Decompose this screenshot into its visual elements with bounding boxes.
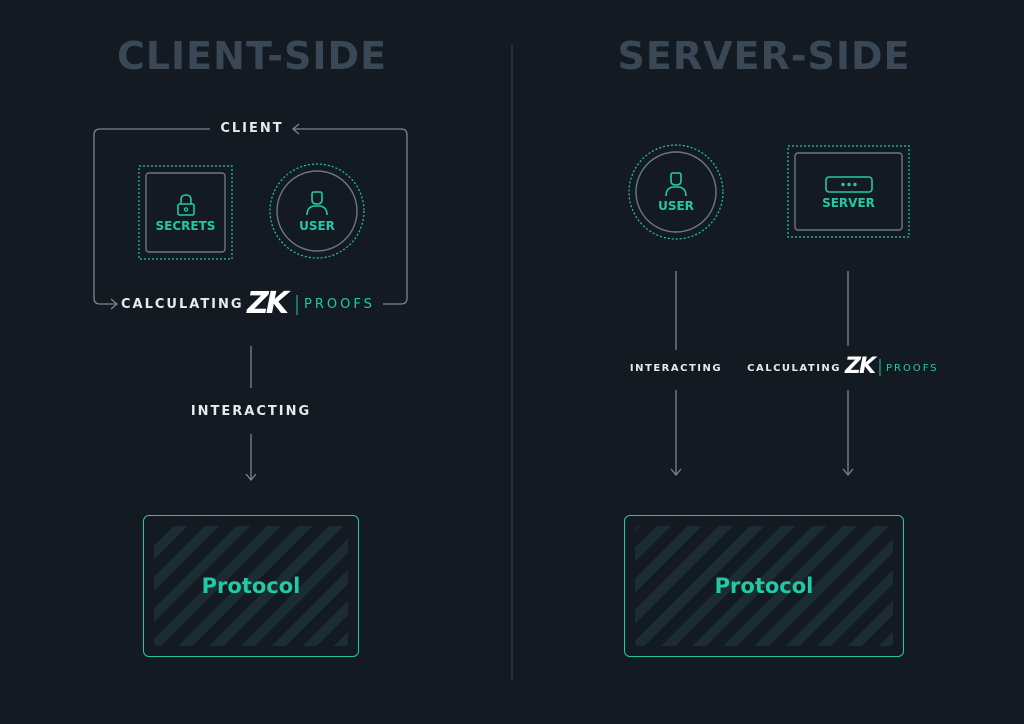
server-protocol-pattern [635, 526, 893, 646]
lock-icon [177, 194, 195, 216]
right-interacting-label: INTERACTING [629, 363, 723, 374]
client-user-label: USER [299, 219, 335, 233]
client-bracket-left-arrowhead [110, 298, 119, 310]
client-side-title: CLIENT-SIDE [116, 34, 388, 78]
server-label: SERVER [822, 196, 875, 210]
user-icon [306, 191, 328, 216]
client-label: CLIENT [220, 121, 284, 136]
right-calculating-arrowhead [842, 468, 854, 477]
server-box [794, 152, 903, 231]
client-protocol-label: Protocol [201, 574, 301, 598]
server-user-label: USER [658, 199, 694, 213]
user-icon [665, 172, 687, 197]
right-proofs-label: PROOFS [886, 363, 939, 374]
client-bracket-right-arrowhead [291, 123, 300, 135]
right-zk-logo: ZK [845, 354, 876, 379]
client-bracket-right [294, 128, 408, 305]
secrets-box-outline [138, 165, 233, 260]
right-interacting-arrowhead [670, 468, 682, 477]
client-bracket-left [93, 128, 210, 305]
client-user-circle [276, 170, 358, 252]
left-interacting-arrowhead [245, 473, 257, 482]
left-zk-logo: ZK [247, 286, 289, 321]
left-interacting-label: INTERACTING [190, 404, 312, 419]
client-protocol-box: Protocol [143, 515, 359, 657]
right-calculating-label: CALCULATING [747, 363, 841, 374]
left-proofs-label: PROOFS [304, 297, 375, 312]
client-user-circle-outline [269, 163, 365, 259]
client-protocol-pattern [154, 526, 348, 646]
server-user-circle [635, 151, 717, 233]
server-box-outline [787, 145, 910, 238]
secrets-box [145, 172, 226, 253]
server-icon [825, 176, 873, 193]
server-protocol-label: Protocol [714, 574, 814, 598]
server-side-title: SERVER-SIDE [617, 34, 911, 78]
secrets-label: SECRETS [155, 219, 216, 233]
left-calculating-label: CALCULATING [121, 297, 244, 312]
server-user-circle-outline [628, 144, 724, 240]
server-protocol-box: Protocol [624, 515, 904, 657]
